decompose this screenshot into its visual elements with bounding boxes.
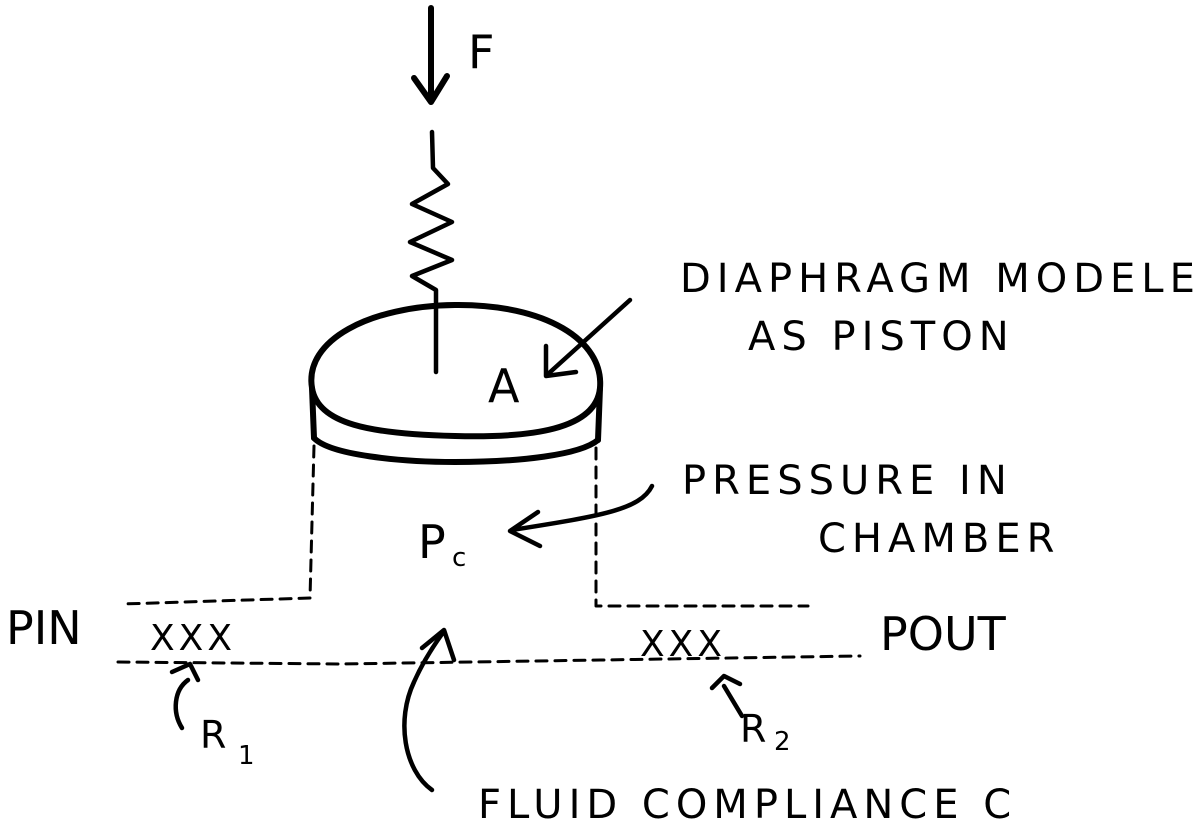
pressure-note-line1: PRESSURE IN: [682, 458, 1013, 504]
resistance-2-subscript: 2: [774, 727, 791, 757]
diaphragm-note-line2: AS PISTON: [748, 314, 1015, 360]
chamber-walls: [116, 444, 862, 666]
resistance-2-label: R: [740, 707, 766, 751]
compliance-note: FLUID COMPLIANCE C: [478, 782, 1017, 828]
resistance-2-pointer: [709, 673, 745, 719]
chamber-pressure-subscript: c: [452, 543, 466, 573]
restrictor-2-marks: XXX: [640, 624, 726, 665]
pressure-note-line2: CHAMBER: [818, 516, 1060, 562]
resistance-1-subscript: 1: [238, 741, 255, 771]
diaphragm-note-line1: DIAPHRAGM MODELED: [680, 256, 1203, 302]
pressure-pointer-arrow: [507, 483, 655, 549]
restrictor-1-marks: XXX: [150, 618, 236, 659]
spring: [407, 129, 455, 375]
force-label: F: [468, 25, 494, 79]
area-label: A: [488, 359, 520, 413]
inlet-pressure-label: PIN: [6, 601, 82, 655]
force-arrow: [411, 5, 450, 105]
outlet-pressure-label: POUT: [880, 607, 1007, 661]
resistance-1-pointer: [169, 661, 201, 731]
resistance-1-label: R: [200, 713, 226, 757]
piston: [308, 301, 604, 465]
compliance-pointer-arrow: [402, 627, 457, 793]
chamber-pressure-label: P: [418, 515, 446, 569]
diaphragm-pointer-arrow: [543, 297, 633, 379]
